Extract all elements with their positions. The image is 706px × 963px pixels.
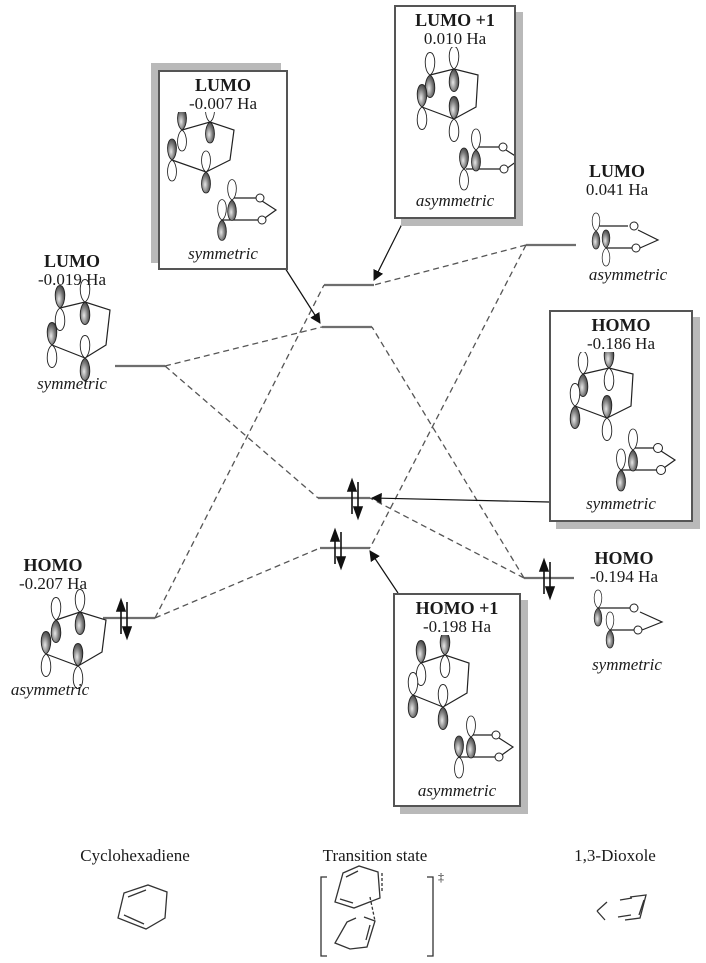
- orbital-drawing-ts-lumo-plus-1: [416, 47, 514, 191]
- caption-dioxole: 1,3-Dioxole: [574, 846, 656, 865]
- right-homo-label: HOMO -0.194 Ha: [578, 549, 670, 586]
- ts-homo-energy: -0.186 Ha: [587, 333, 655, 353]
- orbital-drawing-left-lumo: [46, 279, 111, 381]
- orbital-drawing-left-homo: [40, 589, 107, 689]
- ts-homo-title: HOMO: [591, 315, 651, 335]
- transition-state-double-dagger: ‡: [438, 870, 444, 884]
- corr-right-homo-ts-homo: [369, 497, 525, 579]
- right-homo-symmetry-text: symmetric: [592, 655, 662, 674]
- corr-right-lumo-ts-homo-plus-1: [369, 244, 527, 549]
- arrow-lumo-plus-1-box: [373, 221, 404, 281]
- arrow-homo-plus-1-box: [369, 550, 399, 594]
- right-lumo-title: LUMO: [589, 161, 645, 181]
- electron-pair-left-homo: [115, 597, 133, 641]
- ts-homo-plus-1-symmetry: asymmetric: [417, 781, 497, 800]
- orbital-drawing-ts-homo-plus-1: [407, 635, 515, 779]
- caption-cyclohexadiene: Cyclohexadiene: [80, 846, 190, 865]
- ts-homo-plus-1-energy: -0.198 Ha: [423, 616, 491, 636]
- ts-lumo-box: LUMO -0.007 Ha symmetric: [158, 70, 288, 270]
- electron-pair-ts-homo-plus-1: [329, 527, 347, 571]
- corr-left-homo-ts-homo-plus-1: [154, 547, 321, 619]
- electron-pair-right-homo: [538, 557, 556, 601]
- corr-left-lumo-ts-homo: [164, 365, 319, 499]
- arrow-ts-homo-box: [370, 492, 550, 504]
- left-homo-title: HOMO: [23, 555, 83, 575]
- corr-right-lumo-ts-lumo-plus-1: [373, 244, 527, 286]
- transition-state-structure: [320, 865, 434, 957]
- ts-lumo-plus-1-energy: 0.010 Ha: [423, 28, 487, 48]
- corr-right-homo-ts-lumo: [371, 326, 525, 579]
- right-lumo-symmetry: asymmetric: [578, 266, 678, 284]
- left-homo-symmetry: asymmetric: [0, 681, 100, 699]
- left-homo-symmetry-text: asymmetric: [10, 680, 90, 699]
- left-homo-energy: -0.207 Ha: [19, 573, 87, 593]
- orbital-drawing-right-homo: [593, 589, 664, 649]
- left-lumo-symmetry: symmetric: [18, 375, 126, 393]
- caption-transition-state: Transition state: [322, 846, 428, 865]
- left-lumo-energy: -0.019 Ha: [38, 269, 106, 289]
- electron-pair-ts-homo: [346, 477, 364, 521]
- right-lumo-label: LUMO 0.041 Ha: [572, 162, 662, 199]
- ts-homo-box: HOMO -0.186 Ha symmetric: [549, 310, 693, 522]
- ts-lumo-title: LUMO: [195, 75, 251, 95]
- ts-homo-symmetry: symmetric: [586, 494, 656, 513]
- right-homo-symmetry: symmetric: [582, 656, 672, 674]
- orbital-drawing-right-lumo: [591, 212, 660, 267]
- right-lumo-energy: 0.041 Ha: [585, 179, 649, 199]
- ts-lumo-energy: -0.007 Ha: [189, 93, 257, 113]
- ts-lumo-plus-1-symmetry: asymmetric: [415, 191, 495, 210]
- corr-left-lumo-ts-lumo: [164, 326, 323, 367]
- orbital-drawing-ts-lumo: [167, 112, 278, 241]
- left-lumo-symmetry-text: symmetric: [37, 374, 107, 393]
- left-lumo-label: LUMO -0.019 Ha: [18, 252, 126, 289]
- left-lumo-title: LUMO: [44, 251, 100, 271]
- ts-lumo-symmetry: symmetric: [188, 244, 258, 263]
- arrow-ts-lumo-box: [284, 267, 321, 324]
- right-homo-title: HOMO: [594, 548, 654, 568]
- ts-lumo-plus-1-box: LUMO +1 0.010 Ha asymmetric: [394, 5, 516, 219]
- dioxole-structure: [596, 894, 647, 921]
- orbital-drawing-ts-homo: [569, 352, 677, 492]
- right-lumo-symmetry-text: asymmetric: [588, 265, 668, 284]
- right-homo-energy: -0.194 Ha: [590, 566, 658, 586]
- cyclohexadiene-structure: [117, 884, 168, 930]
- ts-homo-plus-1-title: HOMO +1: [415, 598, 499, 618]
- ts-lumo-plus-1-title: LUMO +1: [415, 10, 495, 30]
- left-homo-label: HOMO -0.207 Ha: [10, 556, 96, 593]
- ts-homo-plus-1-box: HOMO +1 -0.198 Ha asymmetric: [393, 593, 521, 807]
- corr-left-homo-ts-lumo-plus-1: [154, 284, 325, 619]
